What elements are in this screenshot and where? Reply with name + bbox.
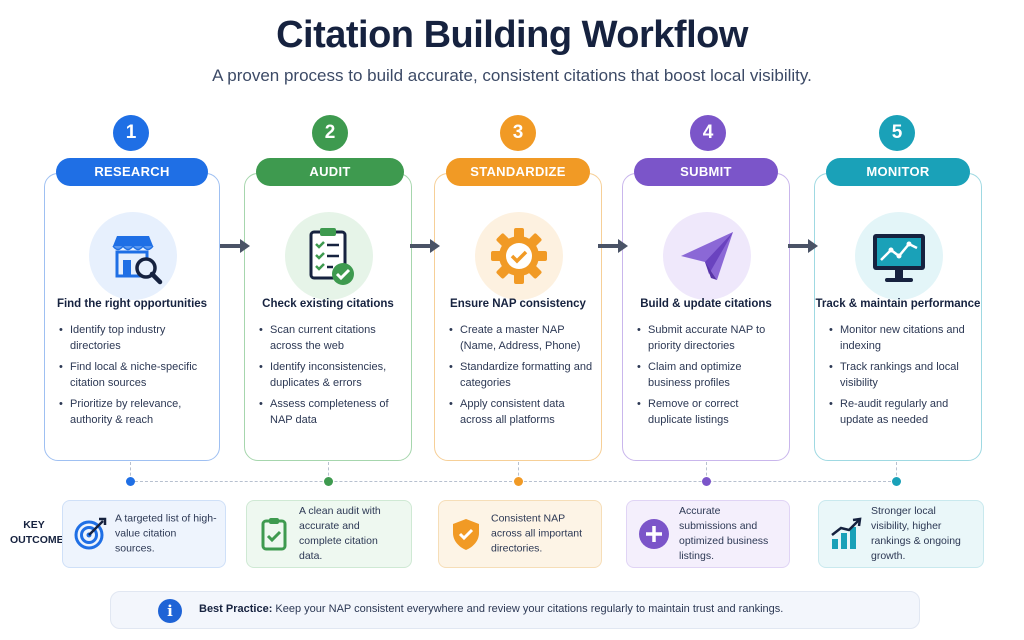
list-item: Identify top industry directories <box>59 322 211 354</box>
list-item: Assess completeness of NAP data <box>259 396 403 428</box>
target-icon <box>74 517 107 550</box>
gear-check-icon <box>475 212 563 300</box>
arrow-right-icon <box>598 239 628 253</box>
list-item: Apply consistent data across all platfor… <box>449 396 593 428</box>
outcome-research: A targeted list of high-value citation s… <box>62 500 226 568</box>
best-practice-label: Best Practice: <box>199 603 273 615</box>
outcome-standardize: Consistent NAP across all important dire… <box>438 500 602 568</box>
outcome-text: A targeted list of high-value citation s… <box>115 512 217 555</box>
clipboard-check-icon <box>285 212 373 300</box>
outcome-text: Accurate submissions and optimized busin… <box>679 505 769 562</box>
step-card-research: Find the right opportunities Identify to… <box>44 173 220 461</box>
best-practice-banner: i Best Practice: Keep your NAP consisten… <box>110 591 920 629</box>
list-item: Find local & niche-specific citation sou… <box>59 359 211 391</box>
bullet-list: Create a master NAP (Name, Address, Phon… <box>449 322 593 433</box>
page-title: Citation Building Workflow <box>276 14 748 56</box>
card-heading: Build & update citations <box>640 298 772 310</box>
card-heading: Check existing citations <box>262 298 394 310</box>
outcome-text: Stronger local visibility, higher rankin… <box>871 505 961 562</box>
list-item: Remove or correct duplicate listings <box>637 396 781 428</box>
outcome-text: Consistent NAP across all important dire… <box>491 512 583 555</box>
list-item: Track rankings and local visibility <box>829 359 973 391</box>
outcome-monitor: Stronger local visibility, higher rankin… <box>818 500 984 568</box>
storefront-search-icon <box>89 212 177 300</box>
list-item: Create a master NAP (Name, Address, Phon… <box>449 322 593 354</box>
connector-dot <box>892 477 901 486</box>
step-card-submit: Build & update citations Submit accurate… <box>622 173 790 461</box>
connector-drop <box>706 462 707 481</box>
outcome-audit: A clean audit with accurate and complete… <box>246 500 412 568</box>
list-item: Monitor new citations and indexing <box>829 322 973 354</box>
bullet-list: Submit accurate NAP to priority director… <box>637 322 781 433</box>
bullet-list: Identify top industry directories Find l… <box>59 322 211 433</box>
step-number-4: 4 <box>690 115 726 151</box>
plus-circle-icon <box>639 519 669 549</box>
list-item: Identify inconsistencies, duplicates & e… <box>259 359 403 391</box>
shield-check-icon <box>453 519 479 550</box>
step-label-monitor: MONITOR <box>826 158 970 186</box>
list-item: Re-audit regularly and update as needed <box>829 396 973 428</box>
step-label-standardize: STANDARDIZE <box>446 158 590 186</box>
best-practice-text: Best Practice: Keep your NAP consistent … <box>199 603 783 615</box>
list-item: Claim and optimize business profiles <box>637 359 781 391</box>
step-label-submit: SUBMIT <box>634 158 778 186</box>
arrow-right-icon <box>788 239 818 253</box>
connector-dot <box>126 477 135 486</box>
best-practice-body: Keep your NAP consistent everywhere and … <box>272 603 784 615</box>
step-label-research: RESEARCH <box>56 158 208 186</box>
info-icon: i <box>158 599 182 623</box>
connector-dot <box>324 477 333 486</box>
bar-growth-icon <box>831 517 862 549</box>
bullet-list: Monitor new citations and indexing Track… <box>829 322 973 433</box>
step-card-standardize: Ensure NAP consistency Create a master N… <box>434 173 602 461</box>
connector-drop <box>328 462 329 481</box>
step-label-audit: AUDIT <box>256 158 404 186</box>
list-item: Scan current citations across the web <box>259 322 403 354</box>
card-heading: Find the right opportunities <box>56 298 208 310</box>
list-item: Prioritize by relevance, authority & rea… <box>59 396 211 428</box>
list-item: Submit accurate NAP to priority director… <box>637 322 781 354</box>
connector-dot <box>514 477 523 486</box>
connector-drop <box>130 462 131 481</box>
outcome-submit: Accurate submissions and optimized busin… <box>626 500 790 568</box>
bullet-list: Scan current citations across the web Id… <box>259 322 403 433</box>
connector-dot <box>702 477 711 486</box>
monitor-chart-icon <box>855 212 943 300</box>
card-heading: Ensure NAP consistency <box>450 298 586 310</box>
card-heading: Track & maintain performance <box>815 298 981 310</box>
step-number-5: 5 <box>879 115 915 151</box>
list-item: Standardize formatting and categories <box>449 359 593 391</box>
step-number-3: 3 <box>500 115 536 151</box>
step-card-audit: Check existing citations Scan current ci… <box>244 173 412 461</box>
connector-drop <box>896 462 897 481</box>
connector-drop <box>518 462 519 481</box>
paper-plane-icon <box>663 212 751 300</box>
key-outcome-label: KEY OUTCOME <box>10 519 64 546</box>
clipboard-check-icon <box>261 518 287 551</box>
page-subtitle: A proven process to build accurate, cons… <box>212 66 812 85</box>
step-number-1: 1 <box>113 115 149 151</box>
step-number-2: 2 <box>312 115 348 151</box>
connector-line <box>130 481 896 482</box>
arrow-right-icon <box>220 239 250 253</box>
outcome-text: A clean audit with accurate and complete… <box>299 505 381 562</box>
step-card-monitor: Track & maintain performance Monitor new… <box>814 173 982 461</box>
arrow-right-icon <box>410 239 440 253</box>
